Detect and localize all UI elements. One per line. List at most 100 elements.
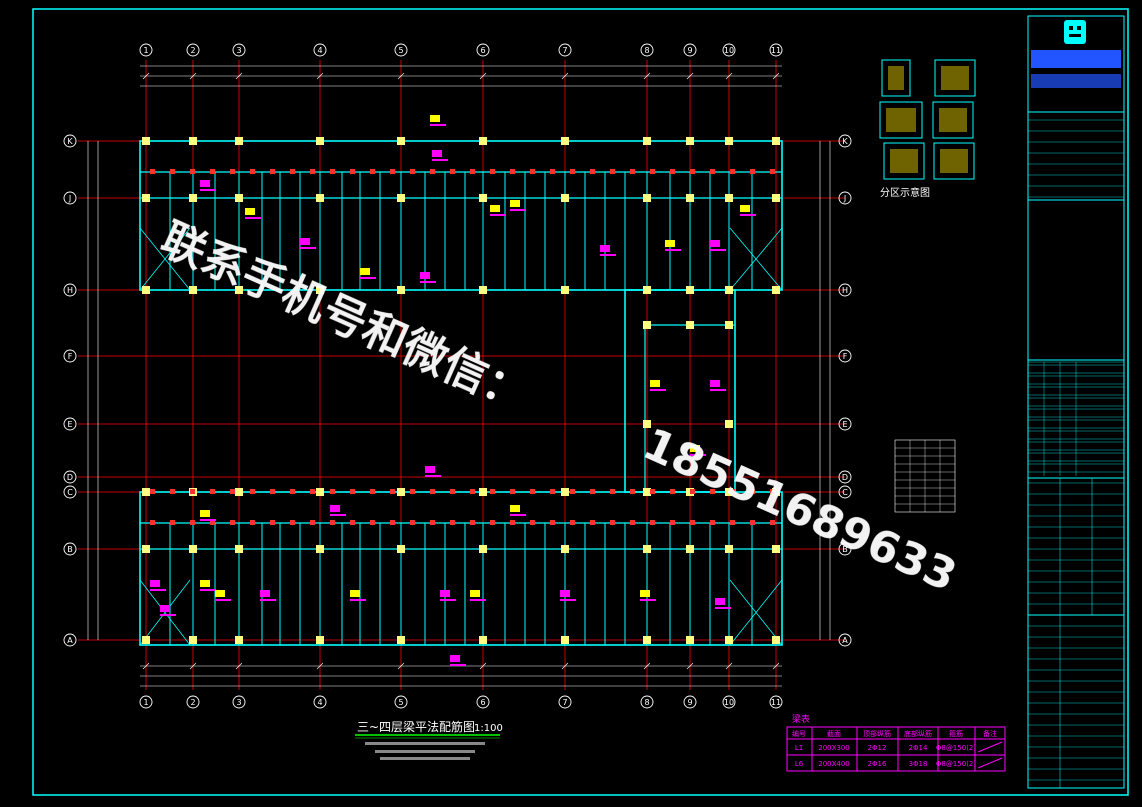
structural-column	[561, 286, 569, 294]
rebar-marker	[470, 169, 475, 174]
rebar-marker	[690, 169, 695, 174]
rebar-marker	[570, 489, 575, 494]
row-axis-right: F	[838, 349, 852, 363]
col-axis-bottom: 7	[558, 695, 572, 709]
dimension-tick	[316, 662, 324, 670]
axis-bubble-circle	[769, 695, 783, 709]
axis-bubble-circle	[63, 349, 77, 363]
axis-bubble-label: 1	[143, 698, 148, 707]
rebar-marker	[250, 169, 255, 174]
beam-table-header-section: 截面	[827, 729, 841, 738]
axis-bubble-label: C	[67, 488, 73, 497]
axis-bubble-circle	[838, 470, 852, 484]
rebar-marker	[330, 520, 335, 525]
rebar-marker	[150, 169, 155, 174]
col-axis-bottom: 6	[476, 695, 490, 709]
annotation-tag	[150, 580, 160, 587]
axis-bubble-label: 5	[398, 46, 403, 55]
rebar-marker	[490, 520, 495, 525]
axis-bubble-label: 11	[771, 698, 781, 707]
structural-column	[479, 194, 487, 202]
annotation-tag	[245, 208, 255, 215]
rebar-marker	[690, 520, 695, 525]
stair-line	[139, 579, 191, 646]
axis-bubble-circle	[63, 283, 77, 297]
structural-column	[316, 488, 324, 496]
annotation-tag	[710, 380, 720, 387]
structural-column	[725, 488, 733, 496]
col-axis-bottom: 8	[640, 695, 654, 709]
axis-bubble-label: E	[67, 420, 72, 429]
axis-bubble-circle	[683, 43, 697, 57]
structural-column	[235, 137, 243, 145]
detail-outline	[932, 101, 974, 139]
structural-column	[479, 545, 487, 553]
axis-bubble-circle	[476, 695, 490, 709]
structural-column	[725, 636, 733, 644]
rebar-marker	[710, 169, 715, 174]
dimension-tick	[686, 662, 694, 670]
axis-bubble-circle	[186, 43, 200, 57]
beam-table-header-stirrup: 箍筋	[949, 729, 963, 738]
rebar-marker	[450, 169, 455, 174]
axis-bubble-circle	[722, 695, 736, 709]
rebar-marker	[310, 489, 315, 494]
row-axis-left: J	[63, 191, 77, 205]
structural-column	[561, 194, 569, 202]
col-axis-bottom: 3	[232, 695, 246, 709]
rebar-marker	[650, 169, 655, 174]
rebar-marker	[590, 169, 595, 174]
dimension-tick	[561, 662, 569, 670]
col-axis-top: 9	[683, 43, 697, 57]
rebar-marker	[570, 169, 575, 174]
structural-column	[479, 636, 487, 644]
rebar-marker	[230, 520, 235, 525]
annotation-tag	[330, 505, 340, 512]
rebar-marker	[170, 520, 175, 525]
structural-column	[189, 194, 197, 202]
dimension-tick	[686, 72, 694, 80]
rebar-marker	[410, 169, 415, 174]
col-axis-top: 5	[394, 43, 408, 57]
axis-bubble-label: 4	[317, 698, 322, 707]
rebar-marker	[650, 489, 655, 494]
axis-bubble-circle	[838, 633, 852, 647]
axis-bubble-label: B	[842, 545, 848, 554]
axis-bubble-label: 2	[190, 46, 195, 55]
rebar-marker	[750, 169, 755, 174]
rebar-marker	[350, 489, 355, 494]
annotation-tag-line	[420, 281, 436, 283]
rebar-marker	[290, 489, 295, 494]
beam-row-1-section: 200X300	[818, 744, 850, 752]
axis-bubble-label: F	[843, 352, 848, 361]
structural-column	[686, 194, 694, 202]
beam-row-2-top: 2Φ16	[868, 760, 887, 768]
rebar-marker	[610, 520, 615, 525]
rebar-marker	[530, 520, 535, 525]
annotation-tag-line	[430, 124, 446, 126]
rebar-marker	[430, 489, 435, 494]
dimension-tick	[235, 662, 243, 670]
rebar-marker	[430, 169, 435, 174]
rebar-marker	[670, 169, 675, 174]
structural-column	[235, 545, 243, 553]
row-axis-left: E	[63, 417, 77, 431]
wall-outline	[139, 491, 783, 646]
rebar-marker	[450, 489, 455, 494]
rebar-marker	[610, 169, 615, 174]
dimension-tick	[772, 662, 780, 670]
annotation-tag-line	[440, 599, 456, 601]
annotation-tag	[430, 115, 440, 122]
axis-bubble-label: 11	[771, 46, 781, 55]
rebar-marker	[710, 489, 715, 494]
row-axis-right: B	[838, 542, 852, 556]
col-axis-top: 8	[640, 43, 654, 57]
rebar-marker	[590, 520, 595, 525]
col-axis-top: 1	[139, 43, 153, 57]
dimension-tick	[189, 72, 197, 80]
rebar-marker	[310, 520, 315, 525]
axis-bubble-circle	[476, 43, 490, 57]
structural-column	[643, 286, 651, 294]
col-axis-bottom: 10	[722, 695, 736, 709]
